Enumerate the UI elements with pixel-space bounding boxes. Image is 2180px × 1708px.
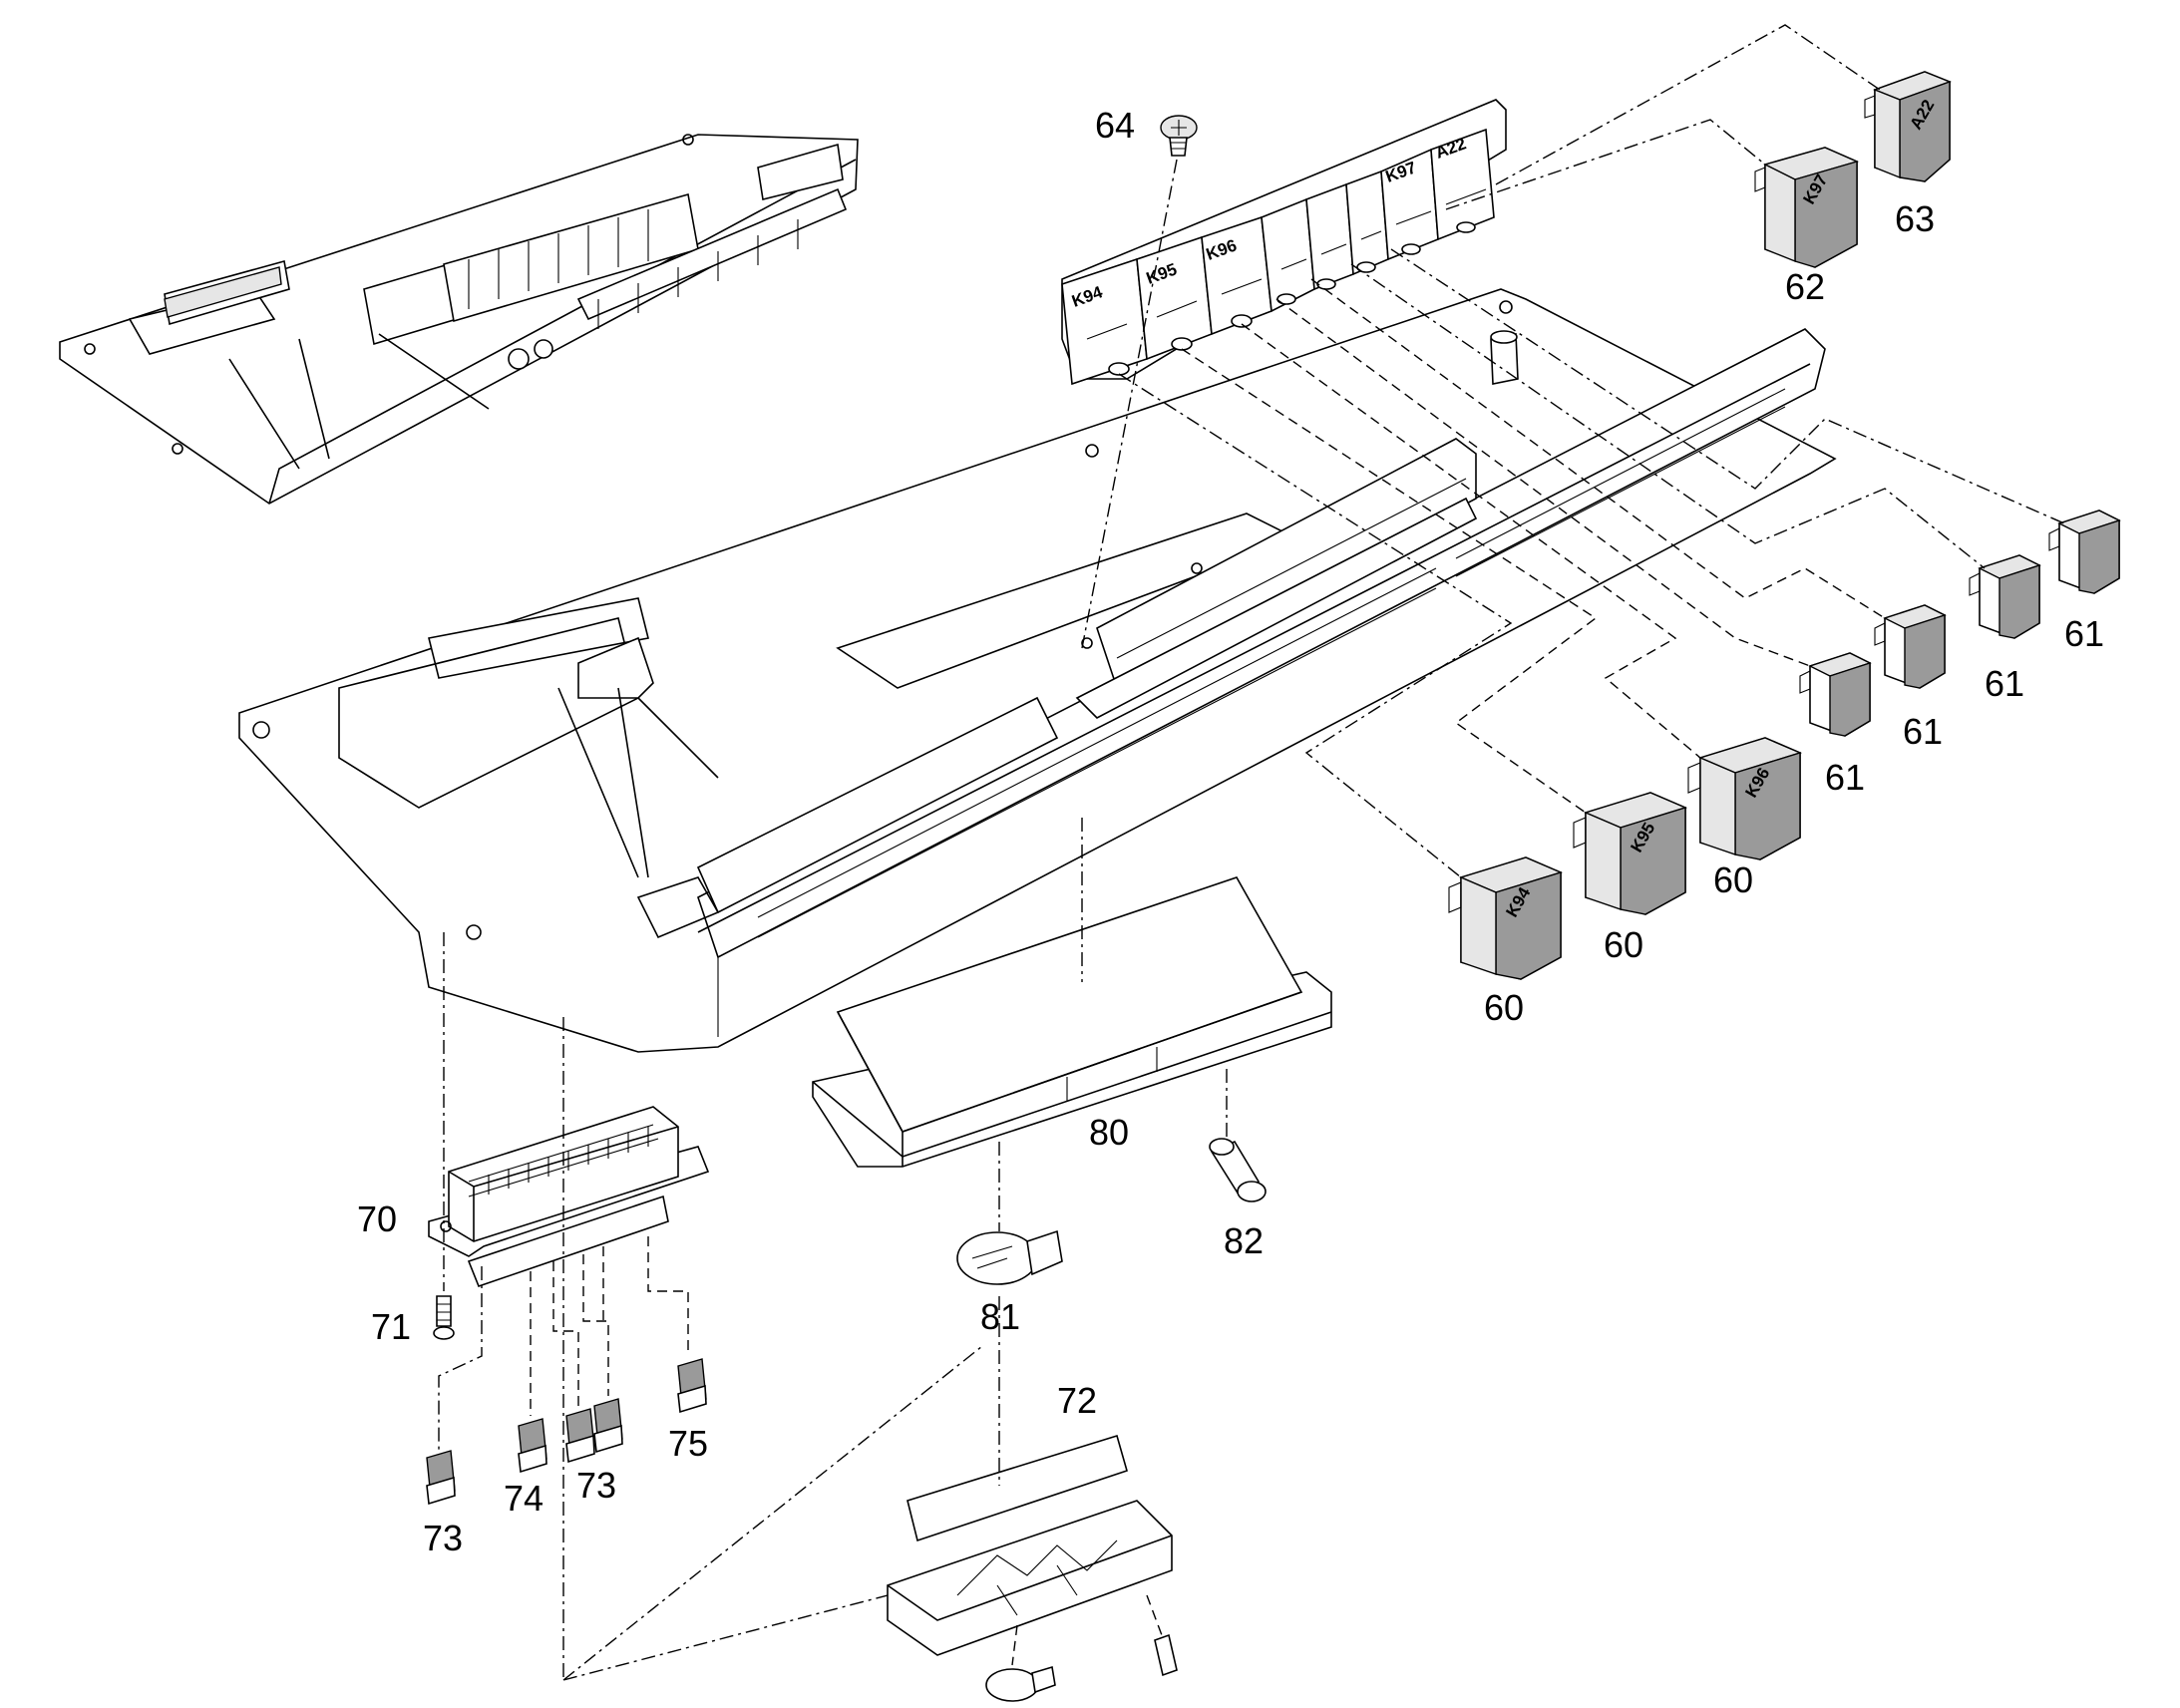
relay-socket-block: K94 K95 K96 K97 A22 xyxy=(1061,99,1507,386)
callout-70: 70 xyxy=(357,1198,397,1239)
bulb-81 xyxy=(956,1229,1063,1285)
leader-63 xyxy=(1495,24,1881,185)
relay-62: K97 xyxy=(1754,147,1860,268)
lamp-housing-80 xyxy=(812,876,1332,1168)
relay-61-a xyxy=(2048,510,2121,594)
relay-61-d xyxy=(1799,652,1872,737)
leader-73-mid xyxy=(552,1246,609,1406)
leader-60-a xyxy=(1118,373,1513,878)
terminal-75 xyxy=(677,1358,707,1414)
assembled-tray-thumbnail xyxy=(59,134,859,505)
callout-71: 71 xyxy=(371,1306,411,1347)
leader-60-b xyxy=(1181,348,1598,814)
terminal-73-mid xyxy=(565,1398,623,1464)
callout-72: 72 xyxy=(1057,1380,1097,1421)
leader-60-c xyxy=(1241,323,1701,759)
callout-81: 81 xyxy=(980,1296,1020,1337)
leader-62 xyxy=(1445,119,1766,210)
leader-61-d xyxy=(1275,298,1811,667)
socket-a22: A22 xyxy=(1430,128,1495,241)
leader-75 xyxy=(647,1236,689,1356)
callout-61-c: 61 xyxy=(1903,711,1943,752)
leader-73-left xyxy=(438,1266,483,1451)
lamp-insert xyxy=(887,1500,1178,1702)
relay-60-c: K96 xyxy=(1687,737,1803,860)
callout-60-a: 60 xyxy=(1484,987,1524,1028)
leader-64 xyxy=(1081,159,1178,649)
callout-61-a: 61 xyxy=(2064,613,2104,654)
screw-64 xyxy=(1160,115,1198,157)
relay-61-c xyxy=(1874,604,1947,689)
label-72 xyxy=(907,1434,1128,1542)
terminal-74 xyxy=(518,1418,547,1474)
terminal-73-left xyxy=(426,1450,456,1506)
callout-62: 62 xyxy=(1785,266,1825,307)
relay-60-a: K94 xyxy=(1448,856,1564,980)
callout-73-mid: 73 xyxy=(576,1465,616,1506)
callout-61-b: 61 xyxy=(1985,663,2024,704)
leader-61-a xyxy=(1390,248,2065,524)
socket-k97: K97 xyxy=(1380,148,1439,261)
connector-70 xyxy=(428,1106,710,1288)
leader-insert xyxy=(562,1345,983,1681)
callout-73-left: 73 xyxy=(423,1518,463,1558)
callout-80: 80 xyxy=(1089,1112,1129,1153)
relay-61-b xyxy=(1969,554,2041,639)
main-tray xyxy=(238,288,1837,1053)
callout-60-c: 60 xyxy=(1713,859,1753,900)
bulb-82 xyxy=(1209,1138,1267,1202)
screw-71 xyxy=(433,1295,455,1340)
leader-61-b xyxy=(1350,263,1986,569)
relay-63: A22 xyxy=(1864,71,1952,182)
callout-74: 74 xyxy=(504,1478,544,1519)
relay-60-b: K95 xyxy=(1573,792,1688,915)
leader-insert-bulbs xyxy=(1011,1594,1163,1666)
callout-75: 75 xyxy=(668,1423,708,1464)
callout-60-b: 60 xyxy=(1604,924,1643,965)
callout-63: 63 xyxy=(1895,198,1935,239)
callout-82: 82 xyxy=(1224,1220,1264,1261)
callout-61-d: 61 xyxy=(1825,757,1865,798)
callout-64: 64 xyxy=(1095,105,1135,146)
